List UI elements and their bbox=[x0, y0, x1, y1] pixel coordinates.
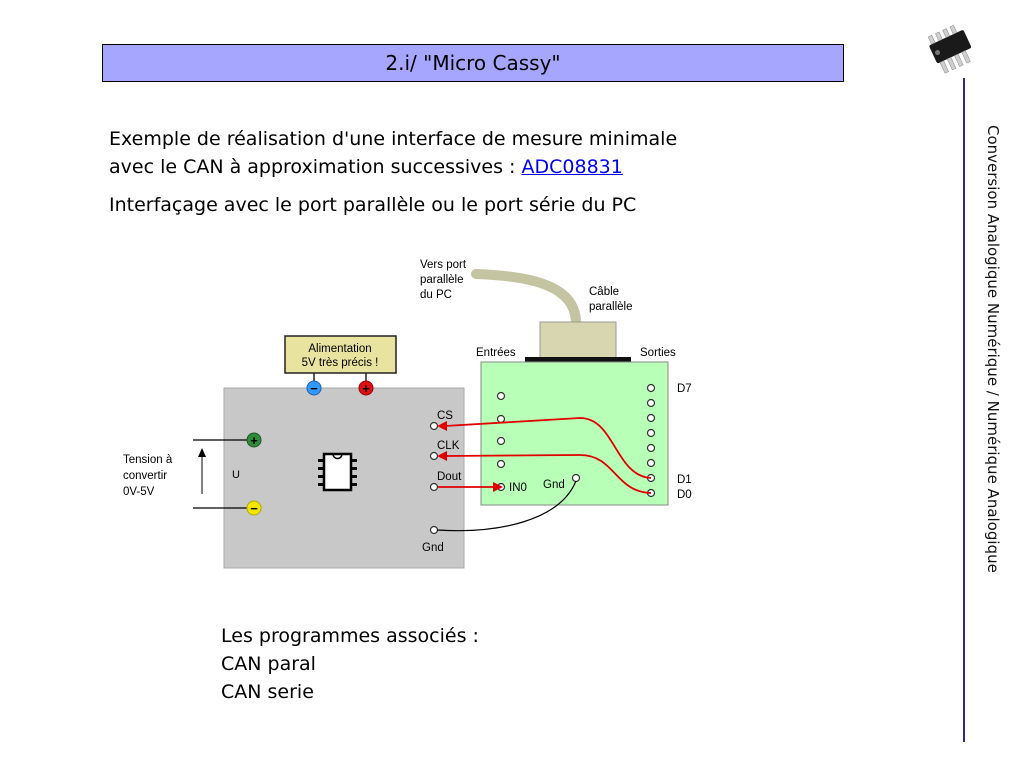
parallel-cable bbox=[471, 269, 581, 327]
programs-heading: Les programmes associés : bbox=[221, 625, 479, 647]
board-hole bbox=[496, 459, 506, 469]
label-alim-1: Alimentation bbox=[308, 343, 371, 355]
program-can-serie[interactable]: CAN serie bbox=[221, 681, 314, 703]
label-cable-1: Câble bbox=[589, 286, 619, 298]
wire-d0-clk bbox=[444, 454, 652, 494]
input-minus-sign: − bbox=[250, 501, 258, 516]
label-board-gnd: Gnd bbox=[543, 479, 565, 491]
intro-text: Exemple de réalisation d'une interface d… bbox=[109, 125, 677, 181]
label-d7: D7 bbox=[677, 383, 692, 395]
intro-line-3: Interfaçage avec le port parallèle ou le… bbox=[109, 194, 637, 216]
power-supply-box bbox=[284, 335, 397, 374]
board-hole bbox=[646, 398, 656, 408]
power-minus-sign: − bbox=[310, 381, 318, 396]
pin-clk bbox=[429, 451, 439, 461]
power-plus-sign: + bbox=[362, 381, 370, 396]
intro-line-2-prefix: avec le CAN à approximation successives … bbox=[109, 156, 522, 178]
board-hole bbox=[646, 413, 656, 423]
label-d0: D0 bbox=[677, 489, 692, 501]
label-u: U bbox=[232, 469, 240, 481]
label-adc-gnd: Gnd bbox=[422, 542, 444, 554]
adc-datasheet-link[interactable]: ADC08831 bbox=[521, 156, 623, 178]
label-cs: CS bbox=[437, 410, 453, 422]
slide-title: 2.i/ "Micro Cassy" bbox=[385, 51, 561, 75]
label-d1: D1 bbox=[677, 474, 692, 486]
label-vers-port-3: du PC bbox=[420, 289, 452, 301]
label-cable-2: parallèle bbox=[589, 301, 632, 313]
sidebar-divider bbox=[963, 78, 965, 742]
label-dout: Dout bbox=[437, 471, 462, 483]
sidebar-vertical-title: Conversion Analogique Numérique / Numéri… bbox=[984, 125, 1002, 573]
power-minus-terminal bbox=[306, 380, 322, 396]
board-hole bbox=[646, 428, 656, 438]
label-tension-1: Tension à bbox=[123, 454, 173, 466]
board-hole bbox=[496, 391, 506, 401]
programs-list: Les programmes associés : CAN paral CAN … bbox=[221, 622, 479, 706]
label-sorties: Sorties bbox=[640, 347, 676, 359]
label-alim-2: 5V très précis ! bbox=[302, 357, 379, 369]
power-plus-terminal bbox=[358, 380, 374, 396]
pin-cs bbox=[429, 421, 439, 431]
wire-gnd bbox=[436, 480, 577, 532]
program-can-paral[interactable]: CAN paral bbox=[221, 653, 316, 675]
board-gnd-hole bbox=[571, 473, 581, 483]
label-tension-3: 0V-5V bbox=[123, 486, 155, 498]
label-clk: CLK bbox=[437, 440, 460, 452]
board-hole bbox=[496, 414, 506, 424]
label-tension-2: convertir bbox=[123, 470, 167, 482]
label-in0: IN0 bbox=[509, 482, 527, 494]
board-hole bbox=[646, 443, 656, 453]
chip-logo-icon bbox=[927, 24, 972, 74]
label-vers-port-2: parallèle bbox=[420, 274, 463, 286]
intro-line-1: Exemple de réalisation d'une interface d… bbox=[109, 128, 678, 150]
board-hole bbox=[496, 436, 506, 446]
connector-shell bbox=[539, 321, 617, 361]
slide-title-bar: 2.i/ "Micro Cassy" bbox=[102, 44, 844, 82]
input-minus-terminal bbox=[246, 500, 262, 516]
wire-d1-cs bbox=[444, 417, 652, 479]
intro-line-2: avec le CAN à approximation successives … bbox=[109, 153, 677, 181]
pin-dout bbox=[429, 482, 439, 492]
input-plus-terminal bbox=[246, 432, 262, 448]
label-vers-port-1: Vers port bbox=[420, 259, 467, 271]
board-hole bbox=[646, 458, 656, 468]
label-entrees: Entrées bbox=[476, 347, 516, 359]
pin-gnd bbox=[429, 525, 439, 535]
input-plus-sign: + bbox=[250, 433, 258, 448]
adc-chip-icon bbox=[318, 452, 357, 492]
board-hole bbox=[646, 383, 656, 393]
